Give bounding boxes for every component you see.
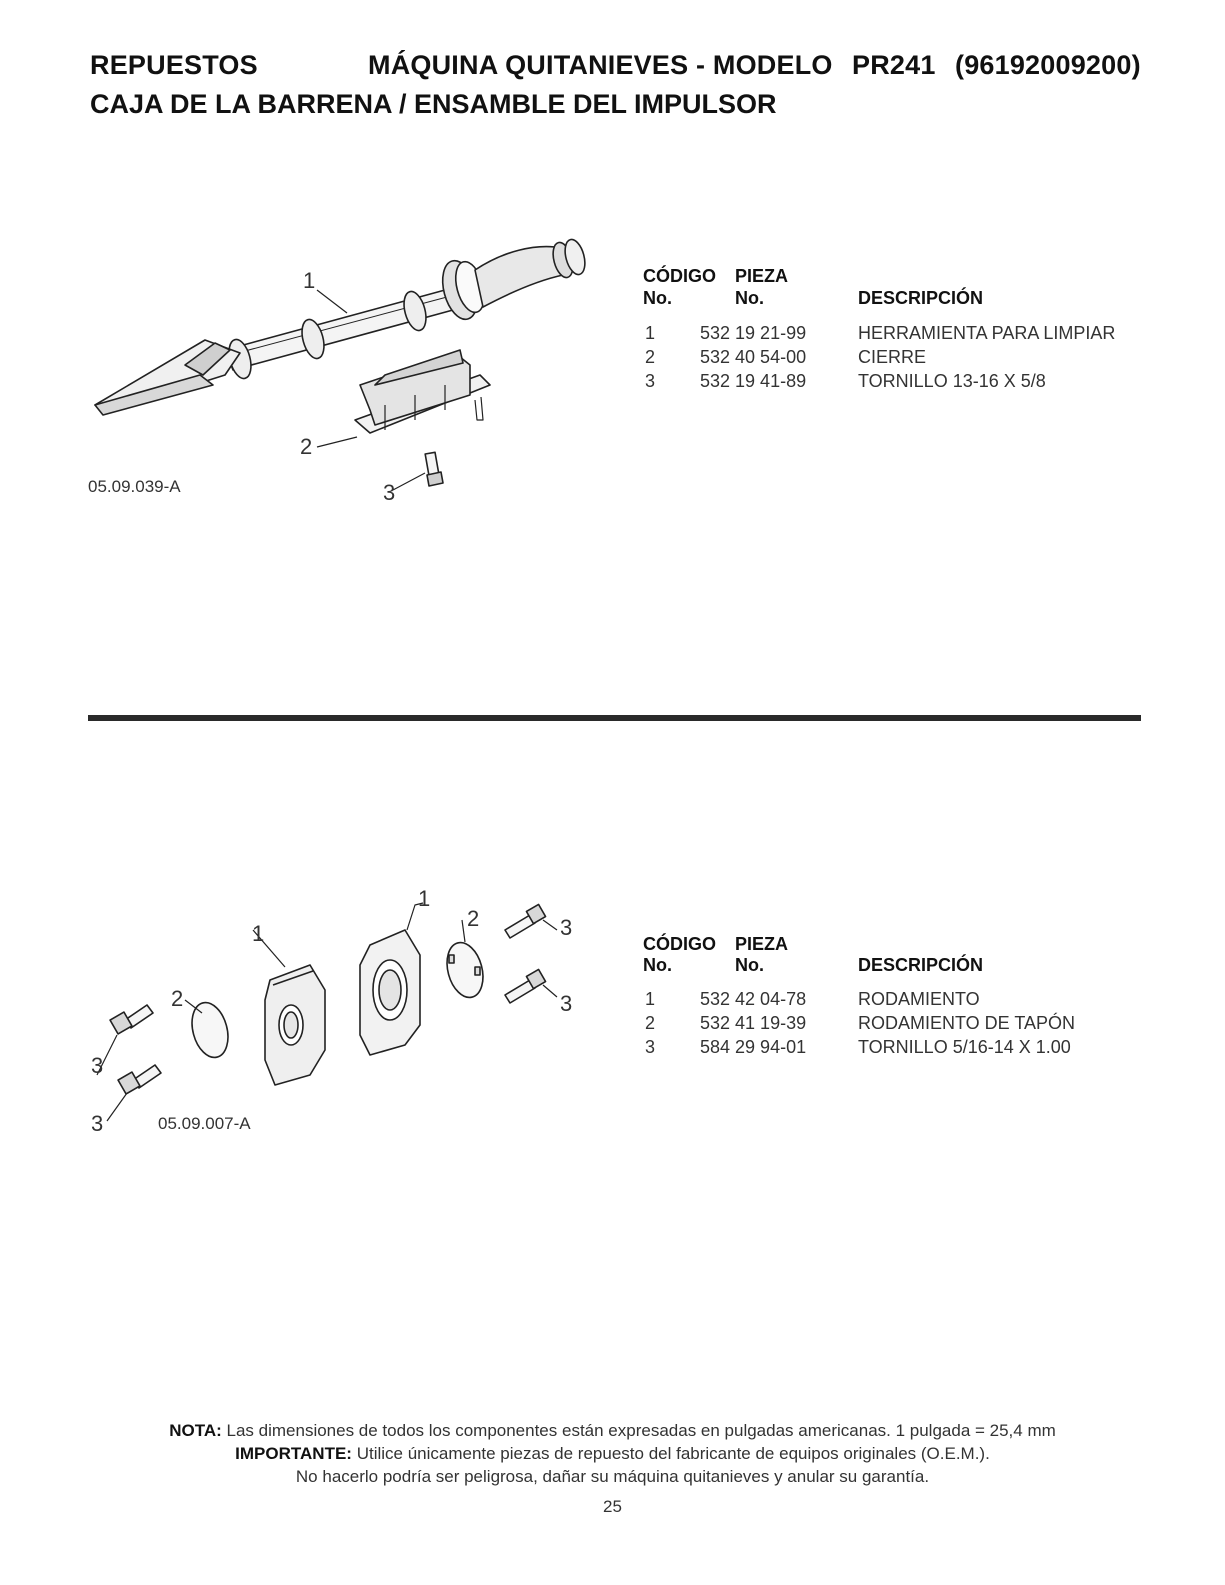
- figure-code: 05.09.039-A: [88, 477, 181, 496]
- section-divider: [88, 715, 1141, 721]
- callout-1: 1: [252, 921, 265, 946]
- table-row-3-part: 532 19 41-89: [700, 371, 807, 391]
- table-row-2-code: 2: [645, 347, 656, 367]
- table-row-3-desc: TORNILLO 5/16-14 X 1.00: [858, 1037, 1071, 1057]
- table-row-3-code: 3: [645, 371, 656, 391]
- callout-2: 2: [171, 986, 184, 1011]
- header-model-code: (96192009200): [955, 50, 1141, 80]
- callout-2: 2: [467, 906, 480, 931]
- col-header-codigo: CÓDIGO: [643, 934, 717, 954]
- table-row-1-part: 532 42 04-78: [700, 989, 807, 1009]
- figure-code: 05.09.007-A: [158, 1114, 251, 1133]
- callout-1: 1: [303, 268, 316, 293]
- col-header-pieza: PIEZA: [735, 266, 789, 286]
- clean-out-tool-illustration: [94, 238, 586, 491]
- callout-3: 3: [383, 480, 396, 505]
- footer-note: NOTA: Las dimensiones de todos los compo…: [0, 1421, 1225, 1441]
- table-row-2-desc: RODAMIENTO DE TAPÓN: [858, 1013, 1076, 1033]
- header-model: PR241: [852, 50, 936, 80]
- col-header-codigo: CÓDIGO: [643, 266, 717, 286]
- col-header-descripcion: DESCRIPCIÓN: [858, 955, 984, 975]
- table-row-1-code: 1: [645, 989, 656, 1009]
- callout-3: 3: [91, 1053, 104, 1078]
- table-row-3-desc: TORNILLO 13-16 X 5/8: [858, 371, 1046, 391]
- header-section-label: REPUESTOS: [90, 50, 258, 80]
- table-row-3-code: 3: [645, 1037, 656, 1057]
- page-subtitle: CAJA DE LA BARRENA / ENSAMBLE DEL IMPULS…: [90, 89, 777, 119]
- callout-3: 3: [91, 1111, 104, 1136]
- col-header-pieza-no: No.: [735, 955, 764, 975]
- table-row-2-part: 532 41 19-39: [700, 1013, 807, 1033]
- callout-3: 3: [560, 915, 573, 940]
- parts-table-1: CÓDIGO PIEZA No. No. DESCRIPCIÓN 1 532 1…: [643, 266, 1163, 396]
- footer-warning: No hacerlo podría ser peligrosa, dañar s…: [295, 1467, 930, 1486]
- table-row-1-desc: RODAMIENTO: [858, 989, 980, 1009]
- footer-note-text: Las dimensiones de todos los componentes…: [221, 1421, 1056, 1440]
- table-row-2-part: 532 40 54-00: [700, 347, 807, 367]
- footer-important-label: IMPORTANTE:: [235, 1444, 352, 1463]
- col-header-codigo-no: No.: [643, 288, 672, 308]
- col-header-pieza-no: No.: [735, 288, 764, 308]
- impeller-bearing-illustration: [96, 902, 558, 1122]
- callout-3: 3: [560, 991, 573, 1016]
- page-number: 25: [603, 1497, 622, 1516]
- table-row-3-part: 584 29 94-01: [700, 1037, 807, 1057]
- footer-note-label: NOTA:: [169, 1421, 222, 1440]
- callout-1: 1: [418, 886, 431, 911]
- footer-important-text: Utilice únicamente piezas de repuesto de…: [351, 1444, 990, 1463]
- col-header-pieza: PIEZA: [735, 934, 789, 954]
- col-header-descripcion: DESCRIPCIÓN: [858, 288, 984, 308]
- header-title: MÁQUINA QUITANIEVES - MODELO: [368, 50, 833, 80]
- col-header-codigo-no: No.: [643, 955, 672, 975]
- footer-important: IMPORTANTE: Utilice únicamente piezas de…: [0, 1444, 1225, 1464]
- callout-2: 2: [300, 434, 313, 459]
- table-row-1-code: 1: [645, 323, 656, 343]
- parts-table-2: CÓDIGO PIEZA No. No. DESCRIPCIÓN 1 532 4…: [643, 934, 1163, 1064]
- table-row-1-part: 532 19 21-99: [700, 323, 807, 343]
- table-row-1-desc: HERRAMIENTA PARA LIMPIAR: [858, 323, 1116, 343]
- table-row-2-desc: CIERRE: [858, 347, 927, 367]
- table-row-2-code: 2: [645, 1013, 656, 1033]
